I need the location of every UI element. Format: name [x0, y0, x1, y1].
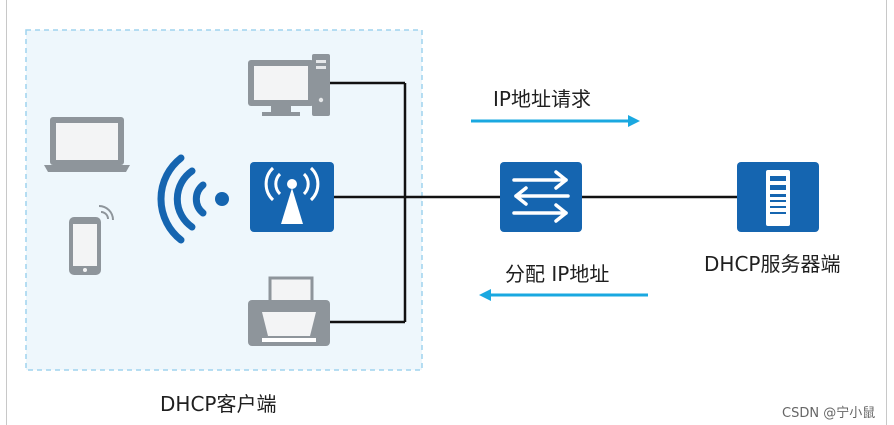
connection-lines — [330, 81, 737, 324]
frame-right-border — [886, 0, 887, 425]
phone-icon — [69, 205, 114, 275]
access-point-icon — [250, 162, 334, 232]
assign-label: 分配 IP地址 — [505, 262, 610, 286]
laptop-icon — [44, 117, 130, 172]
desktop-icon — [248, 54, 330, 116]
switch-icon — [500, 162, 582, 232]
server-label: DHCP服务器端 — [704, 252, 841, 276]
assign-arrow — [479, 289, 648, 301]
printer-icon — [248, 276, 330, 346]
wifi-signal-icon — [157, 154, 229, 244]
frame-left-border — [6, 0, 7, 425]
request-arrow — [471, 115, 640, 127]
server-icon — [737, 162, 819, 232]
client-label: DHCP客户端 — [160, 392, 277, 416]
request-label: IP地址请求 — [493, 87, 591, 111]
watermark: CSDN @宁小鼠 — [782, 406, 876, 421]
